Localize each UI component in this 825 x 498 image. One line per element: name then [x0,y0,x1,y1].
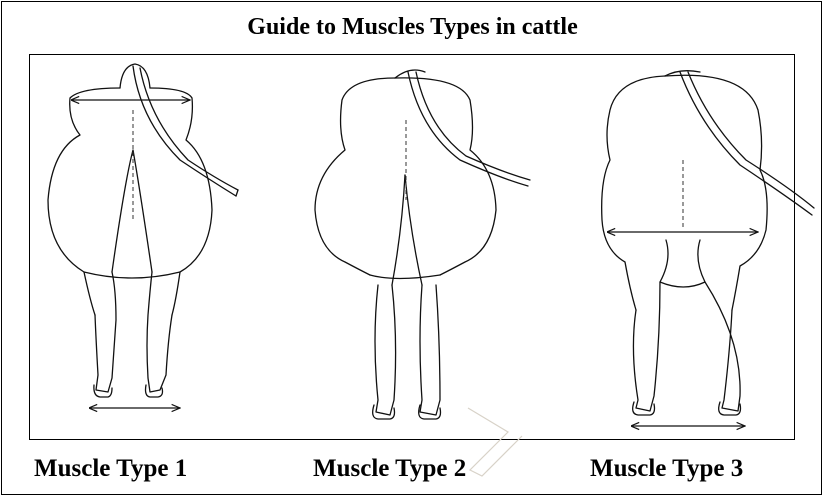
cattle-type-2-drawing [315,70,530,419]
caption-muscle-type-2: Muscle Type 2 [313,455,466,483]
watermark [468,408,522,476]
cattle-type-3-drawing [602,71,814,426]
cattle-type-1-drawing [48,64,238,408]
caption-muscle-type-3: Muscle Type 3 [590,455,743,483]
caption-muscle-type-1: Muscle Type 1 [34,455,187,483]
